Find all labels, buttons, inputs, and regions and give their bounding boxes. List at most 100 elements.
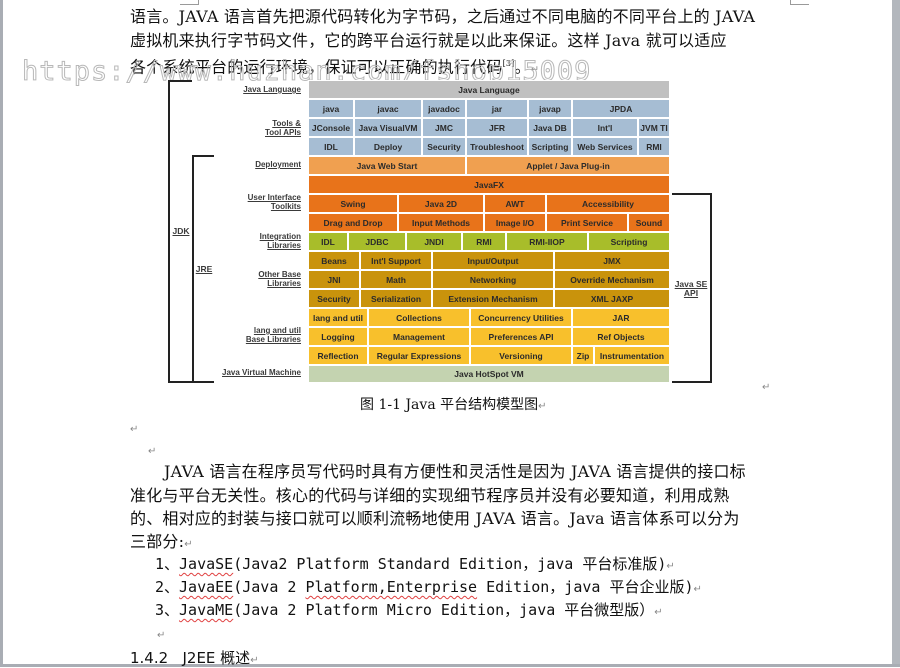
empty-paragraph-mark: ↵: [148, 446, 157, 457]
row-label-ui-toolkits: User Interface Toolkits: [181, 193, 301, 211]
empty-paragraph-mark: ↵: [157, 630, 166, 641]
row-label-integration-line2: Libraries: [267, 241, 301, 250]
intro-line-3-text: 各个系统平台的运行环境，保证可以正确的执行代码: [130, 57, 503, 77]
cell-rmi-tool: RMI: [638, 137, 670, 156]
jdk-bracket-line: [168, 80, 170, 382]
cell-jmc: JMC: [422, 118, 466, 137]
cell-versioning: Versioning: [470, 346, 572, 365]
body-line-4: 三部分:↵: [130, 530, 193, 556]
cell-java-language: Java Language: [308, 80, 670, 99]
page-corner-mark-right: [790, 0, 809, 5]
term-javaee: JavaEE: [179, 578, 234, 596]
citation-ref[interactable]: [3]: [502, 59, 515, 68]
bracket-bottom: [168, 381, 214, 383]
cell-beans: Beans: [308, 251, 360, 270]
cell-javafx: JavaFX: [308, 175, 670, 194]
cell-intl-support: Int'l Support: [360, 251, 432, 270]
row-label-tools-line2: Tool APIs: [265, 128, 301, 137]
intro-line-1: 语言。JAVA 语言首先把源代码转化为字节码，之后通过不同电脑的不同平台上的 J…: [130, 7, 756, 26]
window-right-edge: [892, 0, 900, 667]
figure-caption: 图 1-1 Java 平台结构模型图↵: [360, 394, 547, 414]
cell-security-tool: Security: [422, 137, 466, 156]
cell-idl: IDL: [308, 137, 354, 156]
se-api-bracket-top: [672, 193, 712, 195]
cell-web-services: Web Services: [572, 137, 638, 156]
cell-logging: Logging: [308, 327, 368, 346]
cell-java: java: [308, 99, 354, 118]
cell-idl-integration: IDL: [308, 232, 348, 251]
list-number: 1、: [155, 555, 180, 573]
row-label-integration: Integration Libraries: [181, 232, 301, 250]
jdk-bracket-top: [168, 80, 192, 82]
body-line-2: 准化与平台无关性。核心的代码与详细的实现细节程序员并没有必要知道，利用成熟: [130, 486, 730, 505]
cell-serialization: Serialization: [360, 289, 432, 308]
cell-lang-and-util: lang and util: [308, 308, 368, 327]
section-title: J2EE 概述: [182, 649, 251, 667]
row-label-other-line2: Libraries: [267, 279, 301, 288]
term-javame: JavaME: [179, 601, 234, 619]
cell-instrumentation: Instrumentation: [594, 346, 670, 365]
cell-java-2d: Java 2D: [398, 194, 484, 213]
row-label-java-language: Java Language: [243, 85, 301, 94]
intro-line-3: 各个系统平台的运行环境，保证可以正确的执行代码[3]。↵: [130, 52, 539, 81]
row-label-lang-util: lang and util Base Libraries: [181, 326, 301, 344]
paragraph-mark: ↵: [762, 382, 771, 393]
cell-accessibility: Accessibility: [546, 194, 670, 213]
cell-zip: Zip: [572, 346, 594, 365]
cell-extension-mechanism: Extension Mechanism: [432, 289, 554, 308]
list-item-text: (Java 2 Platform Micro Edition，java 平台微型…: [233, 601, 655, 619]
cell-javadoc: javadoc: [422, 99, 466, 118]
list-number: 3、: [155, 601, 180, 619]
cell-swing: Swing: [308, 194, 398, 213]
cell-jni: JNI: [308, 270, 360, 289]
cell-override-mechanism: Override Mechanism: [554, 270, 670, 289]
cell-xml-jaxp: XML JAXP: [554, 289, 670, 308]
cell-applet-plugin: Applet / Java Plug-in: [466, 156, 670, 175]
list-item-javaee: 2、JavaEE(Java 2 Platform,Enterprise Edit…: [155, 576, 702, 601]
row-label-ui-line1: User Interface: [247, 193, 301, 202]
cell-preferences-api: Preferences API: [470, 327, 572, 346]
list-item-text-squiggle: Platform,Enterprise: [305, 578, 478, 596]
cell-scripting-tool: Scripting: [528, 137, 572, 156]
cell-math: Math: [360, 270, 432, 289]
paragraph-mark: ↵: [250, 655, 259, 666]
section-heading: 1.4.2 J2EE 概述↵: [130, 647, 259, 668]
page-bottom-edge: [0, 664, 900, 667]
jre-bracket-line: [192, 155, 194, 382]
cell-regular-expressions: Regular Expressions: [368, 346, 470, 365]
page-left-edge: [0, 0, 3, 667]
row-label-other-line1: Other Base: [258, 270, 301, 279]
cell-concurrency-utilities: Concurrency Utilities: [470, 308, 572, 327]
paragraph-mark: ↵: [693, 584, 702, 595]
jre-label: JRE: [195, 264, 213, 274]
cell-input-methods: Input Methods: [398, 213, 484, 232]
row-label-other-base: Other Base Libraries: [181, 270, 301, 288]
row-label-deployment: Deployment: [255, 160, 301, 169]
paragraph-mark: ↵: [666, 561, 675, 572]
paragraph-mark: ↵: [538, 401, 547, 412]
cell-collections: Collections: [368, 308, 470, 327]
list-item-text: (Java2 Platform Standard Edition，java 平台…: [233, 555, 667, 573]
row-label-ui-line2: Toolkits: [270, 202, 301, 211]
cell-jndi: JNDI: [406, 232, 462, 251]
body-line-1: JAVA 语言在程序员写代码时具有方便性和灵活性是因为 JAVA 语言提供的接口…: [164, 462, 746, 481]
paragraph-mark: ↵: [530, 64, 540, 76]
cell-jfr: JFR: [466, 118, 528, 137]
cell-javap: javap: [528, 99, 572, 118]
cell-awt: AWT: [484, 194, 546, 213]
list-item-text-post: Edition，java 平台企业版): [477, 578, 694, 596]
cell-javac: javac: [354, 99, 422, 118]
list-number: 2、: [155, 578, 180, 596]
se-api-bracket-bottom: [672, 381, 712, 383]
row-label-jvm: Java Virtual Machine: [222, 368, 301, 377]
row-label-tools-line1: Tools &: [272, 119, 301, 128]
cell-ref-objects: Ref Objects: [572, 327, 670, 346]
cell-networking: Networking: [432, 270, 554, 289]
cell-jvm-ti: JVM TI: [638, 118, 670, 137]
body-line-3: 的、相对应的封装与接口就可以顺利流畅地使用 JAVA 语言。Java 语言体系可…: [130, 509, 740, 528]
cell-java-db: Java DB: [528, 118, 572, 137]
cell-scripting: Scripting: [588, 232, 670, 251]
page-corner-mark-left: [180, 0, 199, 5]
cell-jdbc: JDBC: [348, 232, 406, 251]
empty-paragraph-mark: ↵: [130, 424, 139, 435]
